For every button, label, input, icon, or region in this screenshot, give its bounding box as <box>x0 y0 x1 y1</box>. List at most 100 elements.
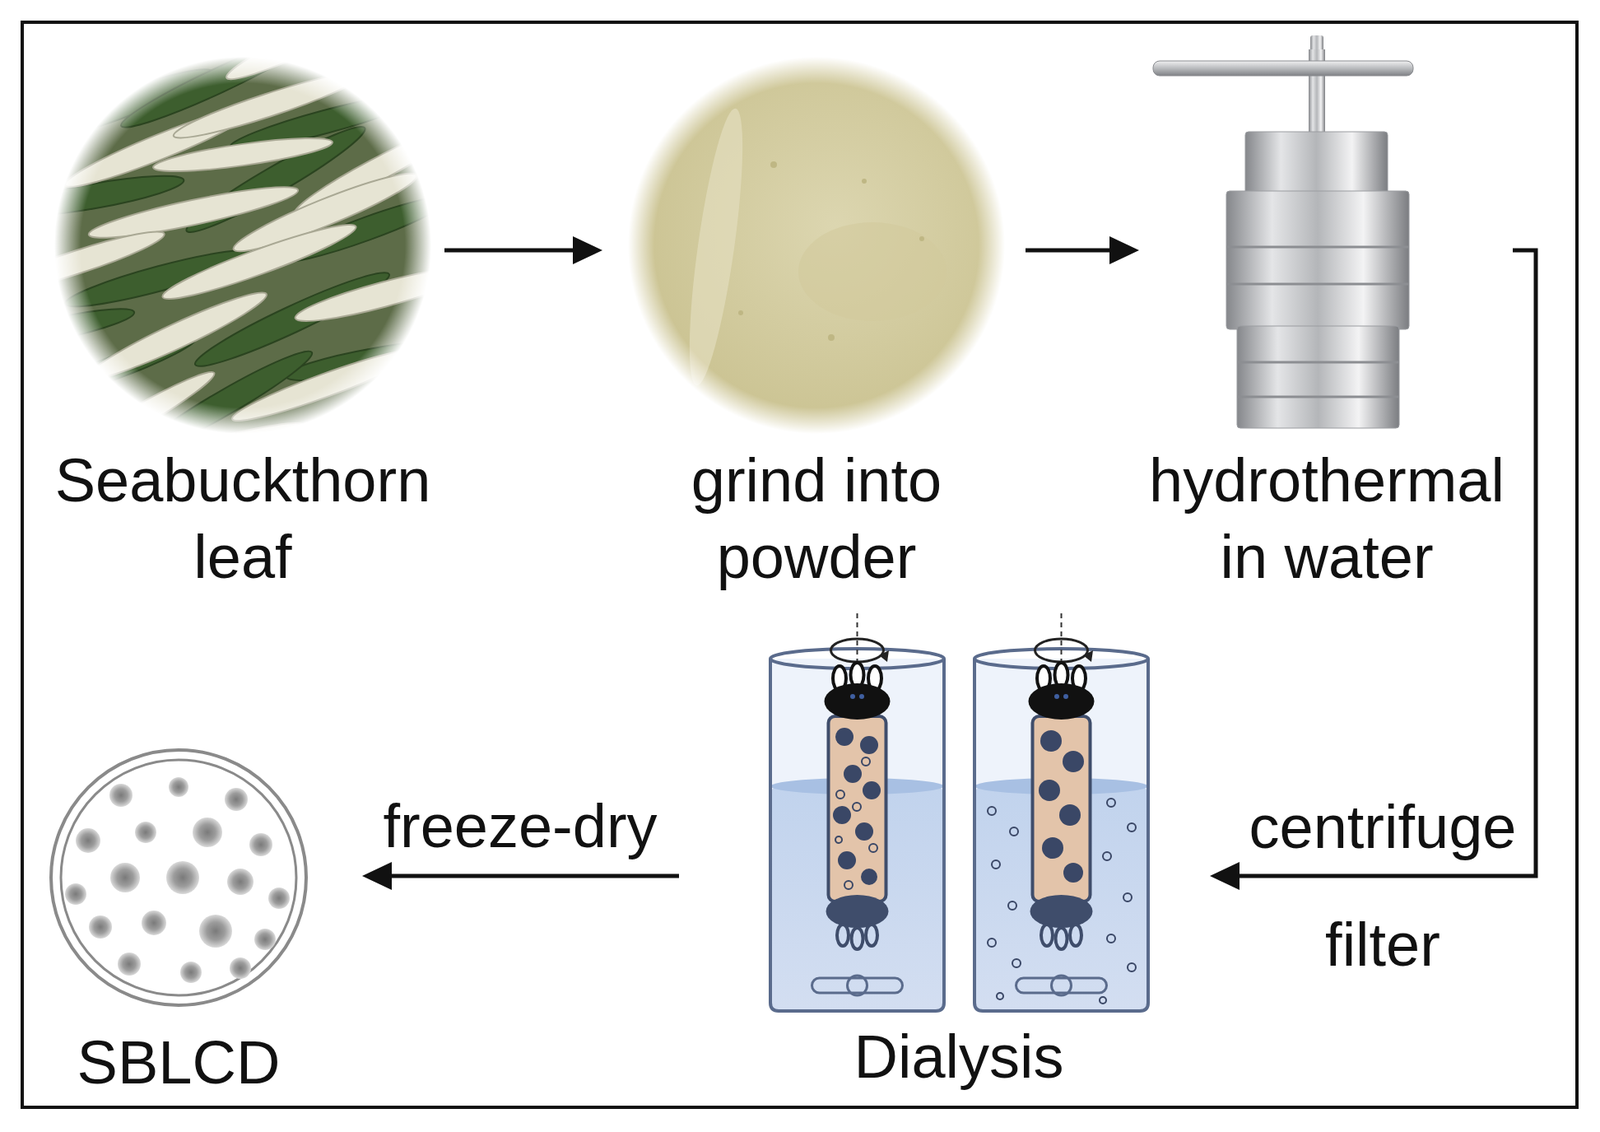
step-label: Dialysis <box>765 1018 1153 1095</box>
carbon-dots-dish <box>134 821 157 843</box>
dialysis-beakers <box>862 781 881 800</box>
flow-arrow <box>444 248 591 253</box>
dialysis-beakers <box>1069 924 1082 946</box>
dialysis-beakers <box>865 924 878 946</box>
dialysis-beakers <box>837 851 856 870</box>
dialysis-beakers <box>860 735 879 754</box>
dialysis-beakers <box>1008 901 1017 910</box>
carbon-dots-dish <box>109 783 133 807</box>
process-step: SBLCD <box>46 749 311 1104</box>
dialysis-beakers <box>836 790 845 799</box>
dialysis-beakers <box>1038 779 1061 801</box>
dialysis-beakers <box>851 927 864 949</box>
step-action-label: freeze-dry <box>382 787 657 865</box>
powder-photo <box>679 106 754 389</box>
dialysis-beakers <box>1127 962 1136 972</box>
autoclave-vessel <box>1245 131 1388 195</box>
dialysis-beakers <box>847 975 868 996</box>
carbon-dots-dish <box>141 910 167 935</box>
leaf-photo <box>221 0 396 89</box>
dialysis-beakers <box>1035 638 1089 662</box>
step-action-label: centrifuge filter <box>1238 767 1527 1004</box>
dialysis-beakers <box>991 860 1000 869</box>
dialysis-beakers <box>996 992 1004 1000</box>
carbon-dots-dish <box>249 832 273 856</box>
process-step: Dialysis <box>765 613 1153 1098</box>
dialysis-beakers <box>1106 798 1116 807</box>
autoclave-vessel <box>1237 361 1400 364</box>
dialysis-beakers <box>1032 716 1091 902</box>
powder-photo <box>827 334 835 341</box>
carbon-dots-dish <box>268 887 290 909</box>
dialysis-beakers <box>855 822 874 841</box>
carbon-dots-dish <box>227 868 254 895</box>
dialysis-beakers <box>1123 893 1132 902</box>
dialysis-beakers <box>824 683 891 720</box>
carbon-dots-dish <box>168 776 189 797</box>
dialysis-beakers <box>1059 804 1081 826</box>
dialysis-beakers <box>1083 650 1094 662</box>
carbon-dots-dish <box>192 817 223 847</box>
dialysis-beakers <box>832 805 852 824</box>
carbon-dots-dish <box>51 749 307 1005</box>
carbon-dots-dish <box>88 915 112 939</box>
dialysis-beakers <box>831 638 884 662</box>
dialysis-beakers <box>812 977 903 993</box>
dialysis-beakers <box>1054 693 1060 699</box>
step-label: hydrothermal in water <box>1145 441 1508 596</box>
leaf-photo <box>292 259 474 331</box>
dialysis-beakers <box>1041 924 1053 946</box>
autoclave-vessel <box>1226 190 1410 330</box>
leaf-photo <box>0 302 137 354</box>
carbon-dots-dish <box>65 776 290 983</box>
dialysis-beakers <box>1030 894 1094 928</box>
carbon-dots-dish <box>110 862 140 893</box>
dialysis-beakers <box>1041 837 1064 859</box>
dialysis-beakers <box>844 880 853 889</box>
autoclave-vessel <box>1237 395 1400 399</box>
carbon-dots-dish <box>180 961 202 983</box>
dialysis-beakers <box>1063 862 1084 883</box>
powder-photo <box>627 56 1005 434</box>
dialysis-beakers <box>1127 823 1136 832</box>
carbon-dots-dish <box>51 749 307 1005</box>
carbon-dots-dish <box>75 827 101 853</box>
dialysis-beakers <box>1063 693 1069 699</box>
dialysis-beakers <box>1016 977 1107 993</box>
dialysis-beakers <box>1102 851 1112 861</box>
dialysis-beakers <box>869 843 878 852</box>
dialysis-beakers <box>832 727 881 885</box>
process-step: grind into powder <box>627 56 1005 599</box>
dialysis-beakers <box>770 613 1149 1011</box>
carbon-dots-dish <box>199 914 233 948</box>
leaf-photo <box>0 0 497 489</box>
dialysis-beakers <box>770 658 945 1011</box>
powder-photo <box>770 161 777 168</box>
dialysis-beakers <box>852 802 861 811</box>
dialysis-beakers <box>1009 827 1019 836</box>
leaf-photo <box>82 283 272 390</box>
carbon-dots-dish <box>65 883 87 905</box>
process-step: Seabuckthorn leaf <box>45 56 441 599</box>
dialysis-beakers <box>837 924 849 946</box>
flow-arrow <box>374 874 680 879</box>
dialysis-beakers <box>987 798 1136 1004</box>
leaf-photo <box>0 0 497 489</box>
step-label: SBLCD <box>46 1023 311 1101</box>
carbon-dots-dish <box>229 957 252 979</box>
dialysis-beakers <box>1055 927 1068 949</box>
process-step: hydrothermal in water <box>1145 35 1508 599</box>
autoclave-vessel <box>1153 35 1414 428</box>
powder-photo <box>738 310 744 316</box>
leaf-photo <box>38 13 217 98</box>
powder-photo <box>861 178 867 184</box>
autoclave-vessel <box>1153 60 1414 76</box>
autoclave-vessel <box>1237 325 1400 428</box>
leaf-photo <box>334 368 496 451</box>
dialysis-beakers <box>1012 958 1021 968</box>
dialysis-beakers <box>1099 996 1107 1004</box>
carbon-dots-dish <box>117 952 141 976</box>
autoclave-vessel <box>1226 246 1410 249</box>
powder-photo <box>798 222 947 321</box>
